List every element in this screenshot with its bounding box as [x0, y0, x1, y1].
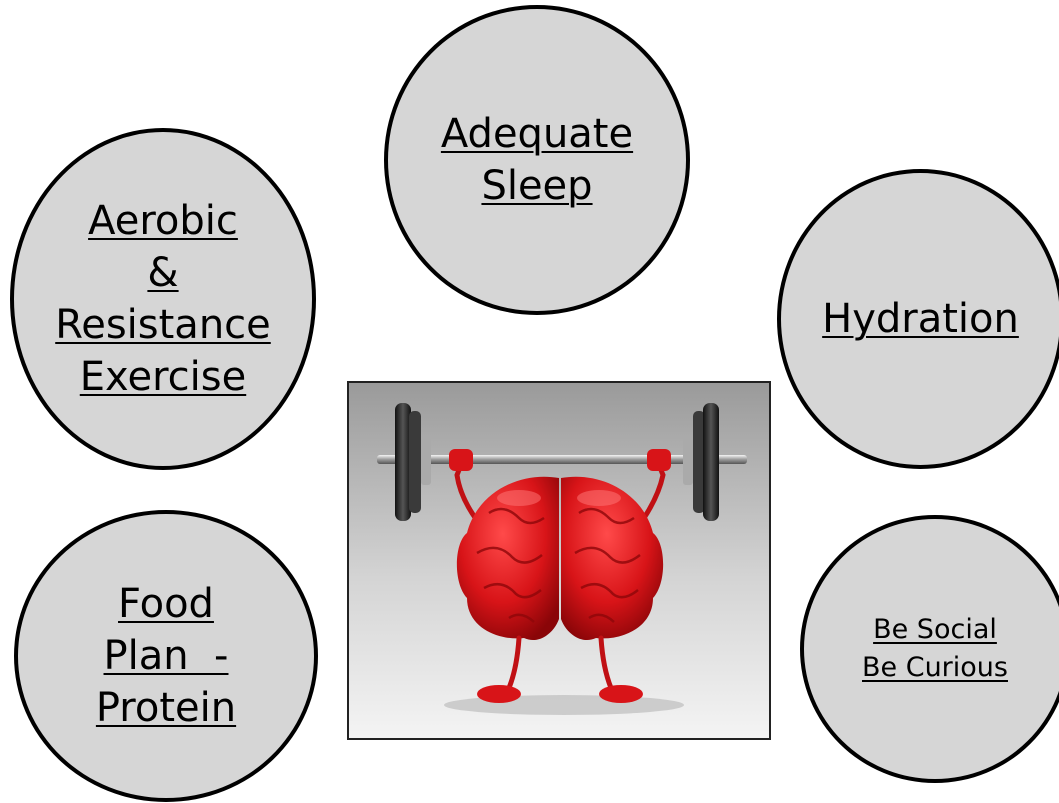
left-foot — [477, 685, 521, 703]
right-plate — [703, 403, 719, 521]
hydration-label: Hydration — [822, 293, 1019, 345]
adequate-sleep-line[interactable]: Adequate — [441, 108, 633, 160]
social-line[interactable]: Be Curious — [862, 649, 1008, 687]
left-plate — [395, 403, 411, 521]
adequate-sleep-circle: Adequate Sleep — [384, 5, 690, 315]
be-social-be-curious-label: Be Social Be Curious — [862, 611, 1008, 687]
hydration-circle: Hydration — [777, 169, 1059, 469]
brain-barbell-illustration — [349, 383, 769, 738]
aerobic-resistance-exercise-label: Aerobic & Resistance Exercise — [55, 195, 271, 403]
right-foot — [599, 685, 643, 703]
food-line[interactable]: Food — [118, 578, 214, 630]
aerobic-line[interactable]: & — [147, 247, 178, 299]
left-hand — [449, 449, 473, 471]
hydration-line[interactable]: Hydration — [822, 293, 1019, 345]
right-hand — [647, 449, 671, 471]
food-line[interactable]: Protein — [96, 682, 236, 734]
food-line[interactable]: Plan - — [104, 630, 229, 682]
aerobic-line[interactable]: Resistance — [55, 299, 271, 351]
be-social-be-curious-circle: Be Social Be Curious — [800, 515, 1059, 783]
left-collar — [421, 435, 431, 485]
adequate-sleep-label: Adequate Sleep — [441, 108, 633, 212]
brain-lifting-weights-image — [347, 381, 771, 740]
food-plan-protein-label: Food Plan - Protein — [96, 578, 236, 734]
adequate-sleep-line[interactable]: Sleep — [481, 160, 592, 212]
aerobic-resistance-exercise-circle: Aerobic & Resistance Exercise — [10, 128, 316, 470]
aerobic-line[interactable]: Aerobic — [88, 195, 238, 247]
left-plate-inner — [409, 411, 421, 513]
aerobic-line[interactable]: Exercise — [80, 351, 246, 403]
right-collar — [683, 435, 693, 485]
social-line[interactable]: Be Social — [873, 611, 997, 649]
food-plan-protein-circle: Food Plan - Protein — [14, 510, 318, 802]
